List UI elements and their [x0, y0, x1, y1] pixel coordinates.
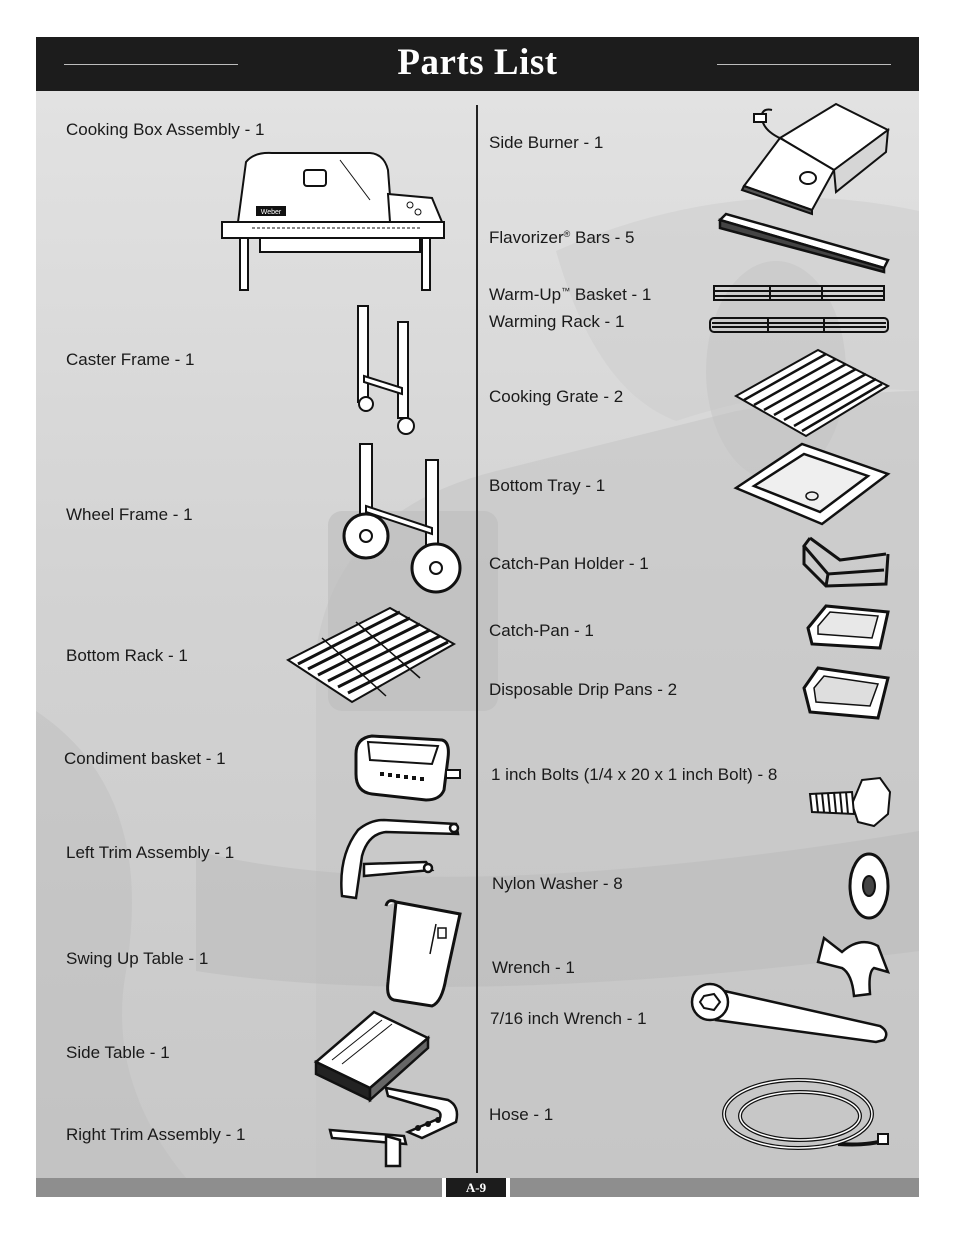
column-divider — [476, 105, 478, 1173]
part-label-side-burner: Side Burner - 1 — [489, 133, 604, 152]
catch-pan-holder-icon — [802, 536, 890, 588]
background-grill-watermark — [36, 197, 919, 1178]
parts-panel — [36, 91, 919, 1178]
part-label-bolts: 1 inch Bolts (1/4 x 20 x 1 inch Bolt) - … — [491, 765, 778, 784]
caster-frame-icon — [357, 305, 415, 435]
part-label-flavorizer-bars: Flavorizer® Bars - 5 — [489, 228, 635, 247]
part-label-condiment-basket: Condiment basket - 1 — [64, 749, 226, 768]
side-table-icon — [313, 1010, 431, 1103]
flavorizer-bar-icon — [717, 212, 890, 274]
page-header: Parts List — [36, 37, 919, 91]
bolt-icon — [808, 776, 892, 828]
header-rule-right — [717, 64, 891, 65]
wrench-icon — [816, 935, 891, 998]
part-label-catch-pan-holder: Catch-Pan Holder - 1 — [489, 554, 649, 573]
svg-text:Weber: Weber — [261, 209, 282, 216]
page-title: Parts List — [397, 42, 558, 83]
footer-gap-right — [506, 1178, 510, 1197]
header-rule-left — [64, 64, 238, 65]
part-label-hose: Hose - 1 — [489, 1105, 554, 1124]
right-trim-icon — [328, 1086, 459, 1168]
part-label-right-trim: Right Trim Assembly - 1 — [66, 1125, 246, 1144]
cooking-grate-icon — [733, 348, 891, 438]
left-trim-icon — [340, 818, 460, 900]
page-footer: A-9 — [36, 1178, 919, 1197]
grill-icon: Weber — [221, 151, 445, 291]
part-label-wrench: Wrench - 1 — [492, 958, 575, 977]
part-label-swing-table: Swing Up Table - 1 — [66, 949, 209, 968]
part-label-side-table: Side Table - 1 — [66, 1043, 170, 1062]
footer-gap-left — [442, 1178, 446, 1197]
part-label-caster-frame: Caster Frame - 1 — [66, 350, 195, 369]
warmup-basket-icon — [713, 285, 885, 301]
condiment-basket-icon — [354, 734, 461, 802]
part-label-long-wrench: 7/16 inch Wrench - 1 — [490, 1009, 647, 1028]
long-wrench-icon — [690, 982, 888, 1044]
hose-icon — [722, 1078, 889, 1150]
part-label-cooking-box: Cooking Box Assembly - 1 — [66, 120, 265, 139]
warming-rack-icon — [709, 317, 889, 333]
part-label-cooking-grate: Cooking Grate - 2 — [489, 387, 624, 406]
part-label-bottom-tray: Bottom Tray - 1 — [489, 476, 606, 495]
side-burner-icon — [740, 102, 890, 216]
part-label-wheel-frame: Wheel Frame - 1 — [66, 505, 193, 524]
bottom-tray-icon — [733, 442, 891, 526]
part-label-bottom-rack: Bottom Rack - 1 — [66, 646, 188, 665]
bottom-rack-icon — [286, 606, 457, 704]
part-label-left-trim: Left Trim Assembly - 1 — [66, 843, 235, 862]
page-number: A-9 — [446, 1178, 506, 1197]
washer-icon — [848, 852, 890, 920]
swing-table-icon — [384, 899, 462, 1008]
drip-pan-icon — [802, 666, 890, 720]
part-label-nylon-washer: Nylon Washer - 8 — [492, 874, 623, 893]
part-label-warming-rack: Warming Rack - 1 — [489, 312, 625, 331]
brand-logo — [256, 206, 286, 216]
part-label-drip-pans: Disposable Drip Pans - 2 — [489, 680, 678, 699]
part-label-warmup-basket: Warm-Up™ Basket - 1 — [489, 285, 652, 304]
part-label-catch-pan: Catch-Pan - 1 — [489, 621, 594, 640]
catch-pan-icon — [806, 604, 890, 650]
wheel-frame-icon — [342, 443, 462, 594]
